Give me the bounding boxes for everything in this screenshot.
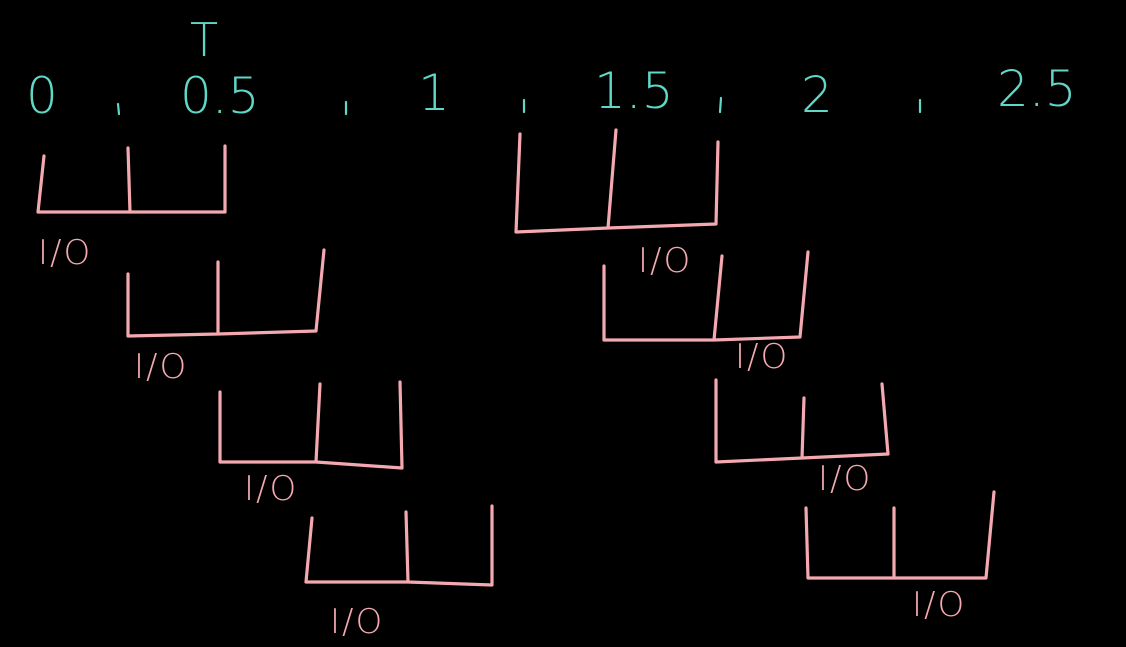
marker-label: T [190,13,218,67]
axis-tick [718,96,723,114]
io-label: I/O [134,347,188,387]
io-block-6 [602,250,810,342]
io-label: I/O [818,459,872,499]
io-block-4 [304,504,494,587]
io-block-7 [714,378,890,464]
io-label: I/O [638,241,692,281]
axis-label-2-5: 2.5 [997,60,1077,118]
io-label: I/O [330,602,384,642]
axis-label-1-5: 1.5 [594,62,674,120]
io-label: I/O [38,233,92,273]
io-group-left: I/O I/O I/O I/O [36,144,494,642]
io-block-2 [126,248,326,338]
io-label: I/O [244,469,298,509]
io-label: I/O [735,337,789,377]
axis-label-2: 2 [801,66,833,124]
io-block-3 [218,380,404,470]
io-block-5 [514,128,720,234]
axis-tick [116,102,121,116]
io-label: I/O [912,585,966,625]
axis-label-1: 1 [418,64,450,122]
time-axis: 0 0.5 1 1.5 2 2.5 [26,60,1077,125]
io-block-8 [804,490,996,580]
io-block-1 [36,144,227,214]
axis-label-0: 0 [26,67,58,125]
axis-label-0-5: 0.5 [180,67,260,125]
io-group-right: I/O I/O I/O I/O [514,128,996,625]
